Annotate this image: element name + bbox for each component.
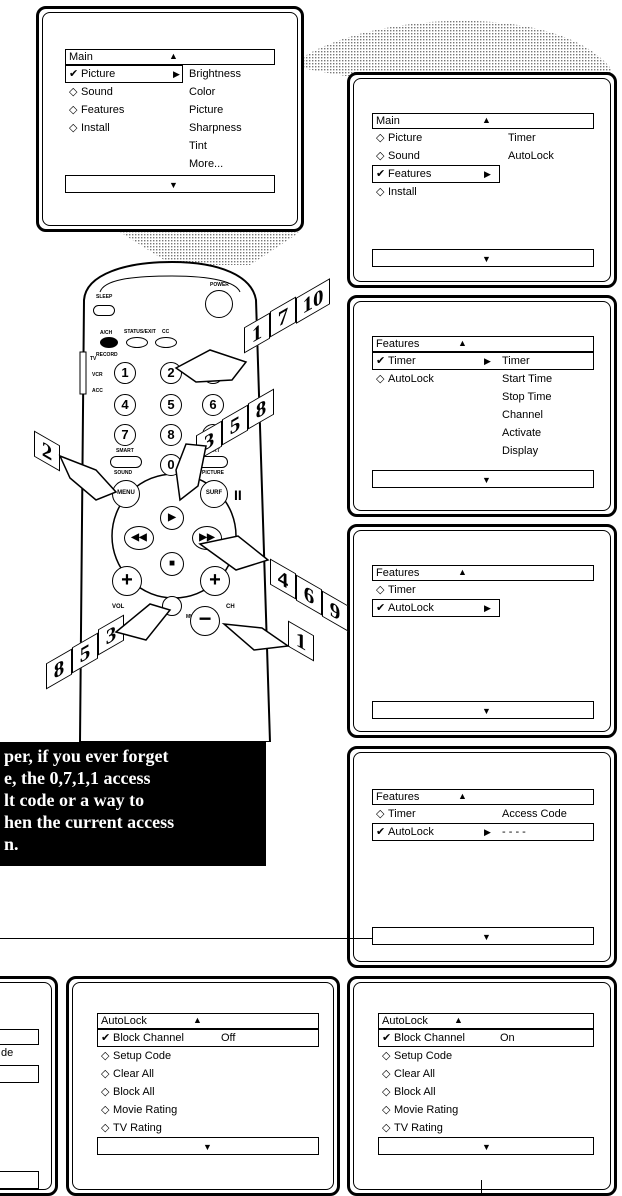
note-box: per, if you ever forget e, the 0,7,1,1 a… — [0, 742, 266, 866]
access-code-entry[interactable]: - - - - — [502, 823, 526, 841]
partial-text: de — [1, 1047, 13, 1059]
note-line: e, the 0,7,1,1 access — [4, 768, 150, 788]
menu-row-block-channel[interactable]: ✔Block Channel — [382, 1029, 465, 1047]
menu-row-tv-rating[interactable]: ◇TV Rating — [382, 1119, 443, 1137]
note-line: hen the current access — [4, 812, 174, 832]
menu-title: AutoLock — [382, 1012, 428, 1030]
menu-row-block-all[interactable]: ◇Block All — [101, 1083, 155, 1101]
scroll-down-icon — [482, 1138, 491, 1156]
access-code-label: Access Code — [502, 805, 567, 823]
menu-row-setup-code[interactable]: ◇Setup Code — [101, 1047, 171, 1065]
menu-row-movie-rating[interactable]: ◇Movie Rating — [101, 1101, 177, 1119]
scroll-up-icon — [193, 1011, 202, 1029]
note-line: lt code or a way to — [4, 790, 144, 810]
screen-access-code: Features ◇Timer Access Code ✔AutoLock ▶ … — [347, 746, 617, 968]
connector-line — [0, 938, 372, 939]
scroll-down-icon — [482, 928, 491, 946]
menu-row-timer[interactable]: ◇Timer — [376, 805, 416, 823]
menu-title: AutoLock — [101, 1012, 147, 1030]
screen-block-off: AutoLock ✔Block Channel Off ◇Setup Code … — [66, 976, 340, 1196]
scroll-up-icon — [454, 1011, 463, 1029]
menu-row-movie-rating[interactable]: ◇Movie Rating — [382, 1101, 458, 1119]
block-channel-value: On — [500, 1029, 515, 1047]
menu-row-block-channel[interactable]: ✔Block Channel — [101, 1029, 184, 1047]
menu-row-block-all[interactable]: ◇Block All — [382, 1083, 436, 1101]
menu-row-tv-rating[interactable]: ◇TV Rating — [101, 1119, 162, 1137]
pointing-hands — [0, 0, 622, 742]
menu-row-autolock[interactable]: ✔AutoLock — [376, 823, 434, 841]
scroll-up-icon — [458, 787, 467, 805]
menu-row-setup-code[interactable]: ◇Setup Code — [382, 1047, 452, 1065]
menu-title: Features — [376, 788, 419, 806]
menu-row-clear-all[interactable]: ◇Clear All — [382, 1065, 435, 1083]
scroll-down-icon — [203, 1138, 212, 1156]
note-line: per, if you ever forget — [4, 746, 168, 766]
menu-row-clear-all[interactable]: ◇Clear All — [101, 1065, 154, 1083]
screen-partial-left: de — [0, 976, 58, 1196]
block-channel-value: Off — [221, 1029, 235, 1047]
connector-tick — [481, 1180, 482, 1196]
screen-block-on: AutoLock ✔Block Channel On ◇Setup Code ◇… — [347, 976, 617, 1196]
note-line: n. — [4, 834, 19, 854]
arrow-right-icon: ▶ — [484, 823, 491, 841]
